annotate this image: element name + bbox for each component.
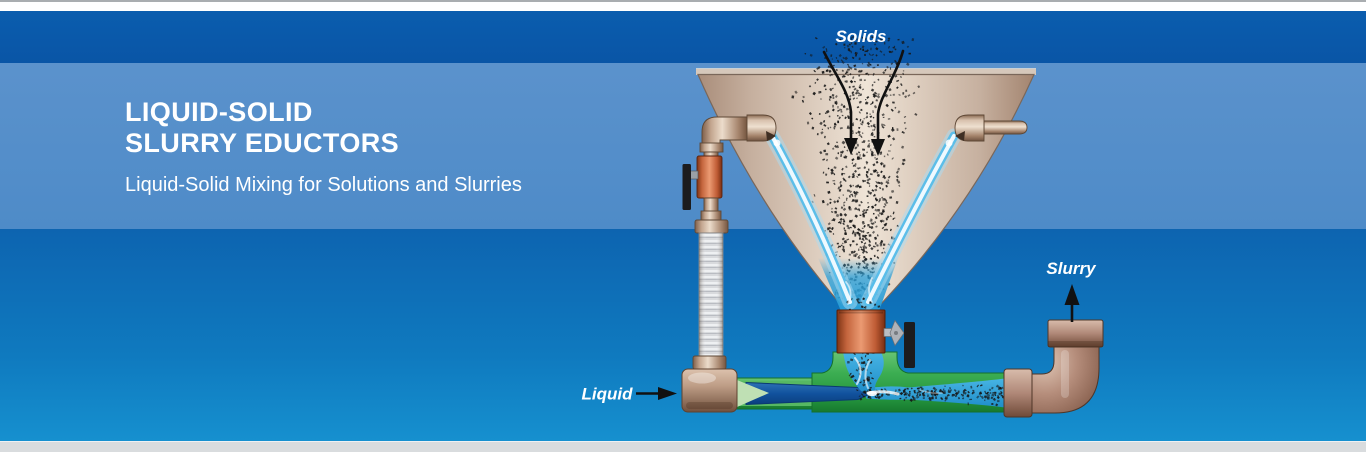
solids-arrowhead-left	[844, 138, 858, 155]
hose-shading	[699, 233, 723, 357]
nozzle-tip-left	[766, 131, 776, 141]
spray-nozzle-right-assembly	[954, 114, 1028, 142]
solids-label: Solids	[835, 27, 886, 46]
solids-arrows	[822, 49, 905, 141]
liquid-inlet-tee	[681, 368, 738, 413]
solids-particles-slurry	[868, 384, 1006, 407]
top-border-line	[0, 0, 1366, 2]
collar-lip	[839, 311, 883, 314]
suction-stream	[843, 352, 884, 394]
supply-pipe-assembly	[682, 114, 777, 370]
slurry-discharge-assembly	[1003, 319, 1104, 418]
solids-arrowhead-right	[871, 139, 885, 156]
liquid-arrowhead	[658, 387, 677, 400]
spray-jet-left	[764, 128, 858, 310]
spray-jet-right	[860, 128, 962, 310]
tee-shadow	[686, 402, 733, 409]
valve-stem	[689, 170, 699, 180]
cutaway-wedge	[737, 380, 769, 407]
page-subtitle: Liquid-Solid Mixing for Solutions and Sl…	[125, 174, 522, 196]
pipe-segment-2	[703, 197, 719, 213]
outlet-collar	[836, 309, 886, 354]
title-block: LIQUID-SOLID SLURRY EDUCTORS Liquid-Soli…	[125, 97, 522, 196]
outlet-collar-assembly	[836, 309, 915, 368]
nozzle-stub-pipe	[983, 120, 1028, 135]
hopper-rim-edge	[696, 68, 1036, 70]
elbow-top-flange	[1047, 319, 1104, 348]
liquid-label: Liquid	[582, 385, 634, 404]
spray-burst-right	[945, 139, 953, 147]
slurry-elbow	[1031, 345, 1100, 414]
tee-highlight	[688, 372, 716, 384]
pipe-coupling	[700, 210, 722, 222]
isolation-valve	[696, 155, 723, 199]
wingnut-hub	[894, 331, 898, 335]
diagram-labels: Solids Liquid Slurry	[582, 27, 1098, 404]
spray-burst-left	[773, 139, 781, 147]
outlet-flange	[1003, 368, 1033, 418]
slurry-label: Slurry	[1046, 259, 1097, 278]
tee-block	[681, 368, 738, 413]
pipe-fitting	[699, 142, 724, 153]
bottom-strip	[0, 441, 1366, 452]
page-title-line2: SLURRY EDUCTORS	[125, 128, 400, 158]
collar-valve-handle	[904, 322, 915, 368]
header-band	[0, 11, 1366, 63]
nozzle-jet-burst	[867, 390, 877, 397]
slurry-arrowhead	[1064, 284, 1080, 305]
hose-bottom-flange	[692, 355, 727, 370]
hose-top-flange	[694, 219, 729, 234]
flange-shadow-band	[1048, 341, 1103, 347]
page-title-line1: LIQUID-SOLID	[125, 97, 313, 127]
valve-handle	[682, 164, 691, 210]
eductor-body	[736, 277, 1006, 413]
elbow-highlight	[1061, 350, 1069, 398]
hopper-rim	[696, 69, 1036, 75]
top-white-strip	[0, 2, 1366, 11]
nozzle-tip-right	[955, 131, 965, 141]
